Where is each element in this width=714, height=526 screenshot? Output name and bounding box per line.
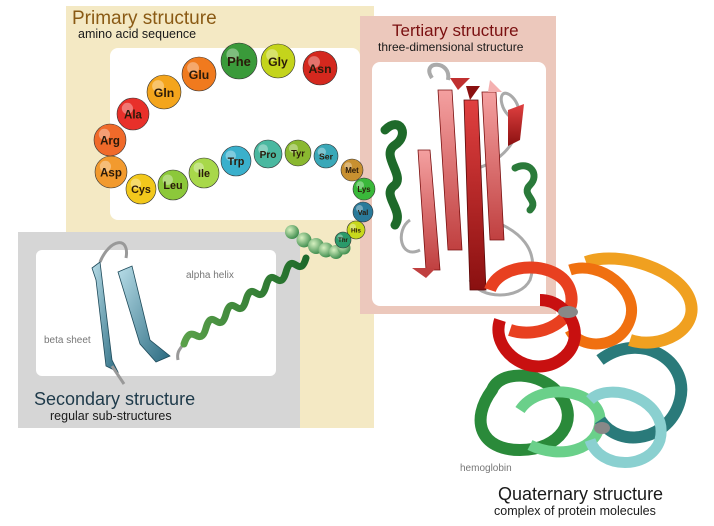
- residue-label: Arg: [100, 135, 120, 147]
- residue-bead: [284, 139, 312, 167]
- residue-bead: [116, 97, 150, 131]
- residue-bead: [93, 123, 127, 157]
- quaternary-title: Quaternary structure: [498, 484, 663, 504]
- residue-tyr: Tyr: [284, 139, 312, 167]
- residue-label: Glu: [189, 68, 209, 82]
- tertiary-subtitle: three-dimensional structure: [378, 40, 524, 54]
- tertiary-fold-illustration: [380, 62, 538, 297]
- residue-bead: [352, 177, 376, 201]
- residue-label: Tyr: [291, 149, 305, 159]
- residue-bead: [352, 201, 374, 223]
- residue-label: Leu: [163, 180, 182, 192]
- residue-highlight: [226, 48, 239, 61]
- residue-val: Val: [352, 201, 374, 223]
- residue-highlight: [356, 181, 364, 189]
- residue-lys: Lys: [352, 177, 376, 201]
- quaternary-hemoglobin-illustration: [474, 252, 698, 468]
- residue-bead: [346, 220, 366, 240]
- residue-ile: Ile: [188, 157, 220, 189]
- hemoglobin-label: hemoglobin: [460, 463, 512, 474]
- residue-bead: [220, 145, 252, 177]
- beta-sheet-strand: [91, 261, 119, 373]
- residue-highlight: [225, 150, 236, 161]
- residue-bead: [157, 169, 189, 201]
- residue-bead: [334, 231, 352, 249]
- residue-highlight: [288, 143, 299, 153]
- residue-highlight: [152, 80, 164, 93]
- residue-label: Asp: [100, 167, 122, 179]
- residue-his: His: [346, 220, 366, 240]
- residue-highlight: [308, 56, 320, 68]
- secondary-illustration: [91, 225, 351, 385]
- residue-trp: Trp: [220, 145, 252, 177]
- residue-label: Trp: [228, 156, 245, 168]
- secondary-title: Secondary structure: [34, 389, 195, 409]
- residue-highlight: [266, 49, 278, 61]
- residue-bead: [125, 173, 157, 205]
- residue-glu: Glu: [181, 56, 217, 92]
- residue-ala: Ala: [116, 97, 150, 131]
- residue-label: Gln: [154, 86, 174, 100]
- residue-asp: Asp: [94, 155, 128, 189]
- residue-arg: Arg: [93, 123, 127, 157]
- residue-label: Met: [345, 166, 359, 175]
- residue-pro: Pro: [253, 139, 283, 169]
- alpha-helix-coil: [180, 254, 310, 348]
- residue-bead: [313, 143, 339, 169]
- residue-bead: [181, 56, 217, 92]
- residue-highlight: [193, 162, 204, 173]
- residue-gln: Gln: [146, 74, 182, 110]
- beta-sheet-label: beta sheet: [44, 335, 91, 346]
- tertiary-panel-inner: [372, 62, 546, 306]
- residue-label: Ser: [319, 151, 334, 161]
- quaternary-subtitle: complex of protein molecules: [494, 504, 656, 518]
- residue-cys: Cys: [125, 173, 157, 205]
- secondary-subtitle: regular sub-structures: [50, 409, 172, 423]
- residue-highlight: [317, 147, 326, 156]
- residue-highlight: [187, 62, 199, 74]
- residue-thr: Thr: [334, 231, 352, 249]
- residue-highlight: [349, 223, 356, 231]
- residue-label: His: [351, 228, 361, 235]
- residue-highlight: [162, 174, 173, 185]
- primary-title: Primary structure: [72, 8, 217, 29]
- residue-highlight: [337, 234, 344, 240]
- residue-highlight: [356, 205, 363, 212]
- residue-highlight: [344, 162, 352, 170]
- residue-label: Phe: [227, 54, 251, 69]
- residue-bead: [146, 74, 182, 110]
- residue-label: Asn: [308, 62, 331, 76]
- residue-bead: [260, 43, 296, 79]
- residue-label: Gly: [268, 55, 288, 69]
- residue-gly: Gly: [260, 43, 296, 79]
- residue-ser: Ser: [313, 143, 339, 169]
- tertiary-title: Tertiary structure: [392, 21, 519, 40]
- residue-leu: Leu: [157, 169, 189, 201]
- residue-label: Cys: [131, 184, 151, 196]
- residue-highlight: [99, 160, 111, 172]
- primary-subtitle: amino acid sequence: [78, 27, 196, 41]
- residue-bead: [220, 42, 258, 80]
- residue-phe: Phe: [220, 42, 258, 80]
- residue-met: Met: [340, 158, 364, 182]
- residue-label: Val: [358, 208, 368, 217]
- residue-highlight: [258, 144, 268, 155]
- residue-highlight: [121, 102, 133, 114]
- residue-bead: [188, 157, 220, 189]
- residue-asn: Asn: [302, 50, 338, 86]
- residue-label: Pro: [260, 150, 277, 161]
- beta-sheet-arrow: [117, 265, 171, 363]
- residue-bead: [302, 50, 338, 86]
- residue-label: Lys: [357, 185, 371, 194]
- residue-highlight: [98, 128, 110, 140]
- residue-bead: [340, 158, 364, 182]
- residue-label: Thr: [338, 238, 348, 244]
- residue-label: Ile: [198, 168, 210, 180]
- residue-label: Ala: [124, 109, 143, 121]
- alpha-helix-label: alpha helix: [186, 270, 234, 281]
- residue-highlight: [130, 178, 141, 189]
- residue-bead: [253, 139, 283, 169]
